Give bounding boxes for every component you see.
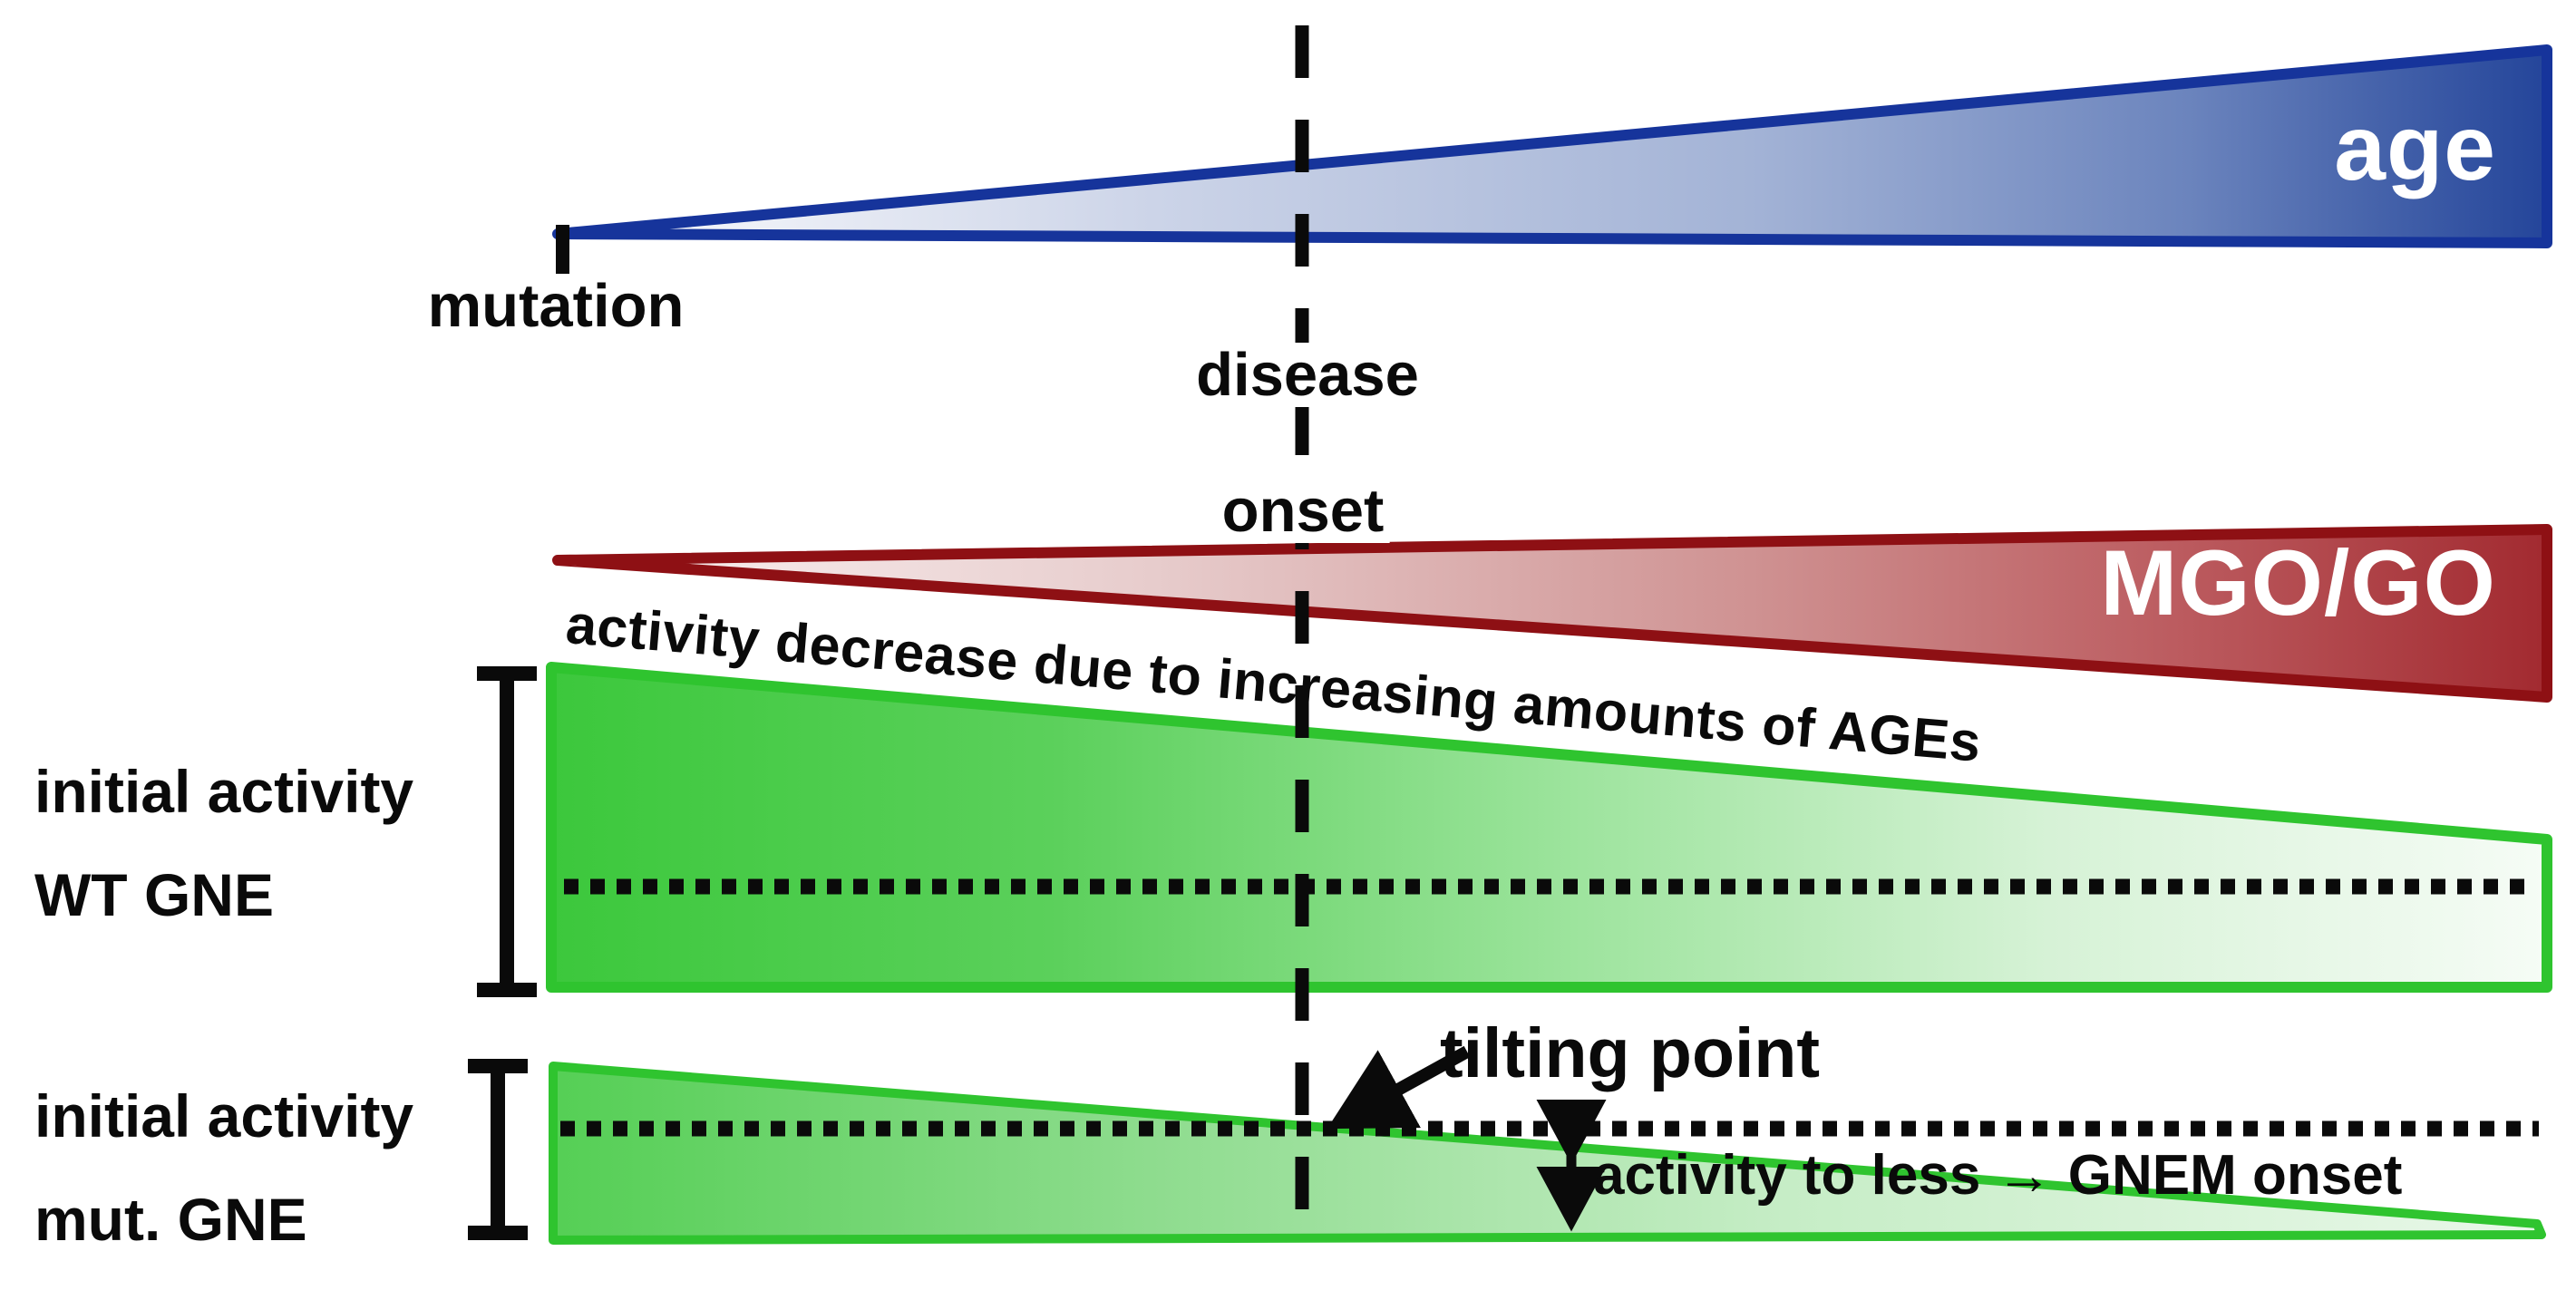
disease-onset-label-line2: onset bbox=[1216, 479, 1390, 543]
mutation-label: mutation bbox=[422, 274, 690, 338]
disease-onset-label-line1: disease bbox=[1191, 343, 1424, 407]
wt-gne-wedge bbox=[546, 662, 2552, 993]
age-wedge bbox=[552, 44, 2552, 248]
mut-gne-label-line1: initial activity bbox=[34, 1082, 414, 1149]
wt-gne-label-line2: WT GNE bbox=[34, 861, 274, 928]
tilting-point-label: tilting point bbox=[1440, 1014, 1821, 1092]
wt-gne-label-line1: initial activity bbox=[34, 758, 414, 825]
gnem-onset-annotation: activity to less → GNEM onset bbox=[1593, 1144, 2403, 1207]
mgo-go-wedge-label: MGO/GO bbox=[2100, 531, 2496, 635]
age-wedge-label: age bbox=[2334, 96, 2496, 199]
mutation-tick bbox=[556, 225, 569, 276]
mut-gne-label-line2: mut. GNE bbox=[34, 1186, 307, 1253]
mut-bracket bbox=[468, 1059, 528, 1240]
wt-bracket bbox=[477, 666, 537, 997]
tilting-point-arrow bbox=[1327, 1045, 1471, 1130]
mgo-go-wedge bbox=[552, 524, 2552, 703]
